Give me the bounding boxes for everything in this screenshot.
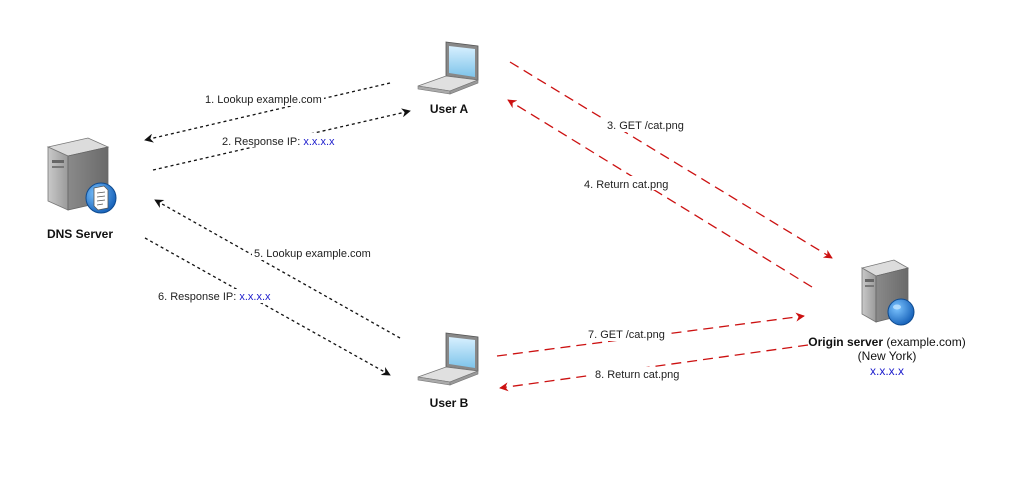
edge-2-label: 2. Response IP: x.x.x.x — [222, 136, 335, 148]
user-a-node: User A — [417, 41, 479, 116]
edge-5-label: 5. Lookup example.com — [254, 248, 371, 260]
laptop-icon — [417, 41, 479, 95]
edge-6-ip: x.x.x.x — [239, 291, 271, 303]
origin-server-node: Origin server (example.com) (New York) x… — [808, 259, 966, 378]
edge-5-lookup — [154, 199, 401, 339]
edge-4-return — [507, 99, 813, 288]
edge-2-ip: x.x.x.x — [303, 136, 335, 148]
origin-server-ip: x.x.x.x — [870, 364, 904, 378]
origin-server-location: (New York) — [858, 349, 917, 363]
edge-6-label: 6. Response IP: x.x.x.x — [158, 291, 271, 303]
edge-2-response — [152, 108, 411, 171]
user-b-node: User B — [417, 332, 479, 410]
dns-server-label: DNS Server — [47, 227, 113, 241]
dns-server-icon — [46, 137, 117, 214]
edge-8-return — [499, 344, 809, 392]
edge-3-label: 3. GET /cat.png — [607, 120, 684, 132]
dns-server-node: DNS Server — [46, 137, 117, 241]
origin-server-label: Origin server (example.com) — [808, 335, 965, 349]
user-b-label: User B — [430, 396, 469, 410]
edge-8-label: 8. Return cat.png — [595, 369, 679, 381]
edge-7-get — [496, 312, 805, 357]
edge-3-get — [509, 61, 833, 259]
edge-4-label: 4. Return cat.png — [584, 179, 668, 191]
user-a-label: User A — [430, 102, 469, 116]
edge-1-lookup — [144, 82, 391, 143]
edge-1-label: 1. Lookup example.com — [205, 94, 322, 106]
edge-7-label: 7. GET /cat.png — [588, 329, 665, 341]
edge-6-response — [144, 237, 391, 376]
laptop-icon — [417, 332, 479, 386]
origin-server-icon — [860, 259, 915, 326]
